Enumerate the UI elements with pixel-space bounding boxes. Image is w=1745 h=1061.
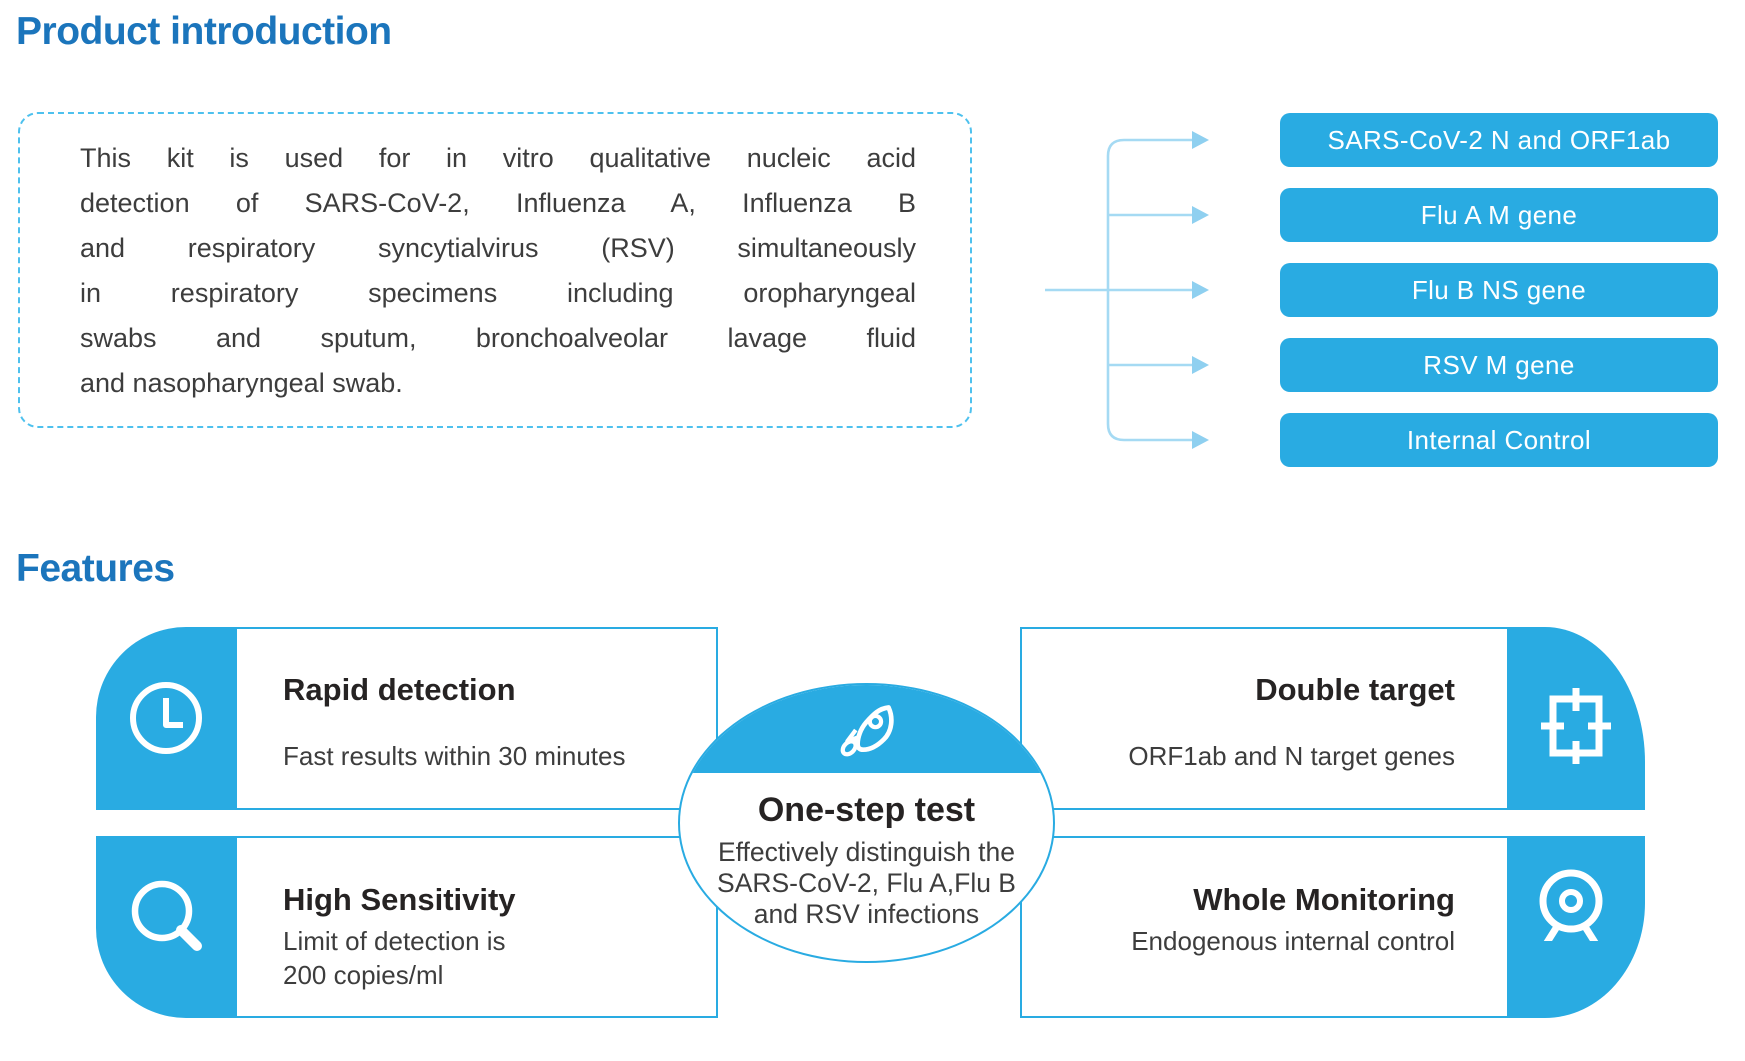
- icon-panel-high-sensitivity: [96, 836, 236, 1018]
- features-title: Features: [16, 547, 175, 590]
- intro-paragraph: This kit is used for in vitro qualitativ…: [80, 136, 916, 406]
- gene-label-flu-a: Flu A M gene: [1280, 188, 1718, 242]
- rocket-icon: [840, 705, 894, 757]
- arrow-right-icon: [1192, 431, 1209, 449]
- intro-line: swabs and sputum, bronchoalveolar lavage…: [80, 323, 916, 353]
- feature-card-rapid-detection: [235, 627, 718, 810]
- gene-label-flu-b: Flu B NS gene: [1280, 263, 1718, 317]
- feature-card-high-sensitivity: [235, 836, 718, 1018]
- high-sensitivity-desc-line1: Limit of detection is: [283, 926, 506, 956]
- magnifier-icon: [131, 880, 202, 951]
- high-sensitivity-desc: Limit of detection is 200 copies/ml: [283, 924, 506, 992]
- rapid-detection-desc: Fast results within 30 minutes: [283, 741, 626, 771]
- arrow-right-icon: [1192, 206, 1209, 224]
- ellipse-blue-cap: [680, 685, 1053, 773]
- one-step-test-title: One-step test: [757, 791, 976, 829]
- one-step-line: and RSV infections: [753, 899, 980, 929]
- arrow-right-icon: [1192, 356, 1209, 374]
- branch-connector-diagram: [1045, 131, 1209, 449]
- page-title: Product introduction: [16, 10, 392, 53]
- double-target-desc: ORF1ab and N target genes: [1128, 741, 1455, 771]
- target-icon: [1541, 688, 1611, 764]
- whole-monitoring-title: Whole Monitoring: [1193, 882, 1455, 917]
- intro-line: and respiratory syncytialvirus (RSV) sim…: [80, 233, 916, 263]
- one-step-line: SARS-CoV-2, Flu A,Flu B: [717, 868, 1016, 898]
- gene-label-rsv: RSV M gene: [1280, 338, 1718, 392]
- clock-icon: [130, 682, 202, 754]
- intro-line: and nasopharyngeal swab.: [80, 368, 403, 398]
- feature-card-double-target: [1020, 627, 1509, 810]
- one-step-test-ellipse: One-step test Effectively distinguish th…: [678, 683, 1055, 963]
- rapid-detection-title: Rapid detection: [283, 672, 516, 707]
- one-step-line: Effectively distinguish the: [717, 837, 1016, 867]
- intro-line: This kit is used for in vitro qualitativ…: [80, 143, 916, 173]
- arrow-right-icon: [1192, 281, 1209, 299]
- arrow-right-icon: [1192, 131, 1209, 149]
- webcam-icon: [1539, 869, 1603, 941]
- feature-card-whole-monitoring: [1020, 836, 1509, 1018]
- gene-label-sars-cov-2: SARS-CoV-2 N and ORF1ab: [1280, 113, 1718, 167]
- double-target-title: Double target: [1255, 672, 1455, 707]
- one-step-test-description: Effectively distinguish the SARS-CoV-2, …: [680, 837, 1053, 930]
- high-sensitivity-title: High Sensitivity: [283, 882, 516, 917]
- intro-line: detection of SARS-CoV-2, Influenza A, In…: [80, 188, 916, 218]
- gene-label-internal-control: Internal Control: [1280, 413, 1718, 467]
- intro-dashed-box: [18, 112, 972, 428]
- intro-line: in respiratory specimens including oroph…: [80, 278, 916, 308]
- whole-monitoring-desc: Endogenous internal control: [1131, 926, 1455, 956]
- high-sensitivity-desc-line2: 200 copies/ml: [283, 960, 444, 990]
